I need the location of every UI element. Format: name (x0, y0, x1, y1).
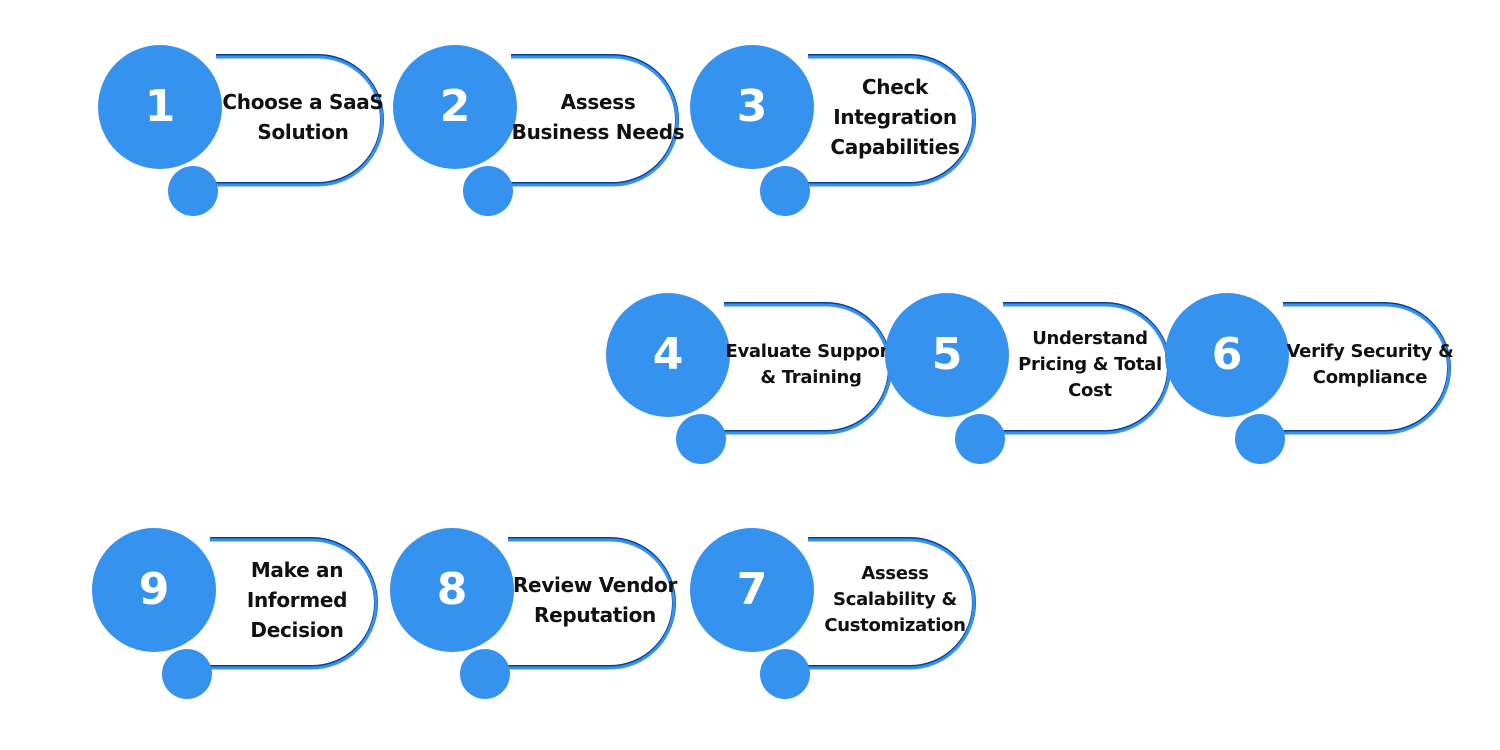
step-3-number: 3 (736, 81, 768, 132)
step-3-connector-dot (760, 166, 810, 216)
step-6-label: Verify Security & Compliance (1286, 340, 1454, 388)
step-6-connector-dot (1235, 414, 1285, 464)
step-8-connector-dot (460, 649, 510, 699)
step-2-number-circle: 2 (393, 45, 517, 169)
step-2-outline (511, 54, 679, 187)
step-2-connector-dot (463, 166, 513, 216)
step-7-number: 7 (736, 564, 768, 615)
step-1-number: 1 (144, 81, 176, 132)
step-9-connector-dot (162, 649, 212, 699)
step-5-connector-dot (955, 414, 1005, 464)
step-3: 3 Check Integration Capabilities (690, 45, 990, 225)
step-7: 7 Assess Scalability & Customization (690, 528, 990, 708)
step-4-connector-dot (676, 414, 726, 464)
step-9-label: Make an Informed Decision (246, 558, 348, 642)
step-4-label: Evaluate Support & Training (725, 340, 897, 388)
step-1-outline (216, 54, 384, 187)
step-8-outline (508, 537, 676, 670)
step-5-label: Understand Pricing & Total Cost (1018, 327, 1162, 402)
step-1-label: Choose a SaaS Solution (222, 90, 384, 144)
step-4-number-circle: 4 (606, 293, 730, 417)
step-5-number: 5 (931, 329, 963, 380)
step-3-number-circle: 3 (690, 45, 814, 169)
step-8-number-circle: 8 (390, 528, 514, 652)
step-2-label: Assess Business Needs (511, 90, 685, 144)
step-4: 4 Evaluate Support & Training (606, 293, 906, 473)
step-3-label: Check Integration Capabilities (830, 75, 960, 159)
step-6: 6 Verify Security & Compliance (1165, 293, 1465, 473)
step-5-number-circle: 5 (885, 293, 1009, 417)
step-9: 9 Make an Informed Decision (92, 528, 392, 708)
step-6-number-circle: 6 (1165, 293, 1289, 417)
step-9-number: 9 (138, 564, 170, 615)
step-7-number-circle: 7 (690, 528, 814, 652)
step-7-label: Assess Scalability & Customization (824, 562, 966, 637)
step-3-outline (808, 54, 976, 187)
step-8-number: 8 (436, 564, 468, 615)
step-1: 1 Choose a SaaS Solution (98, 45, 398, 225)
step-6-number: 6 (1211, 329, 1243, 380)
step-7-connector-dot (760, 649, 810, 699)
step-8: 8 Review Vendor Reputation (390, 528, 690, 708)
step-1-number-circle: 1 (98, 45, 222, 169)
step-8-label: Review Vendor Reputation (512, 573, 678, 627)
step-5: 5 Understand Pricing & Total Cost (885, 293, 1185, 473)
step-2: 2 Assess Business Needs (393, 45, 693, 225)
step-1-connector-dot (168, 166, 218, 216)
step-9-number-circle: 9 (92, 528, 216, 652)
step-4-number: 4 (652, 329, 684, 380)
step-2-number: 2 (439, 81, 471, 132)
step-6-outline (1283, 302, 1451, 435)
step-9-outline (210, 537, 378, 670)
step-7-outline (808, 537, 976, 670)
